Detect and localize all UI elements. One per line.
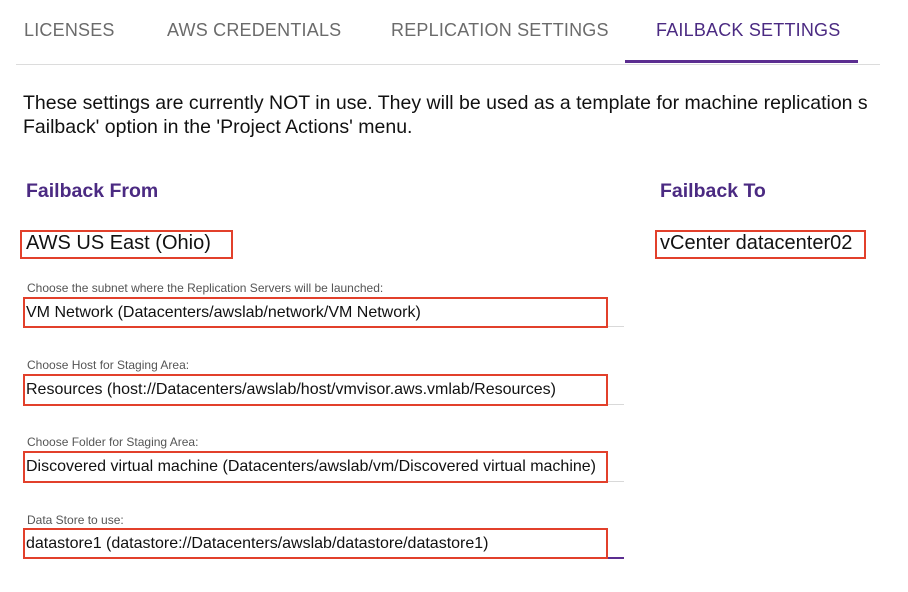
tab-licenses[interactable]: LICENSES <box>24 20 115 40</box>
failback-from-highlight <box>20 230 233 259</box>
host-select[interactable]: Resources (host://Datacenters/awslab/hos… <box>26 381 556 398</box>
folder-select[interactable]: Discovered virtual machine (Datacenters/… <box>26 458 596 475</box>
failback-from-region: AWS US East (Ohio) <box>26 232 211 254</box>
active-tab-indicator <box>625 60 858 63</box>
intro-text: These settings are currently NOT in use.… <box>23 91 908 139</box>
datastore-label: Data Store to use: <box>27 513 124 527</box>
subnet-highlight <box>23 297 608 328</box>
settings-tabs: LICENSES AWS CREDENTIALS REPLICATION SET… <box>16 0 880 65</box>
host-label: Choose Host for Staging Area: <box>27 358 190 372</box>
folder-highlight <box>23 451 608 483</box>
failback-to-heading: Failback To <box>660 180 766 202</box>
failback-to-highlight <box>655 230 866 259</box>
intro-line-1: These settings are currently NOT in use.… <box>23 92 868 114</box>
datastore-select[interactable]: datastore1 (datastore://Datacenters/awsl… <box>26 535 489 552</box>
failback-to-target: vCenter datacenter02 <box>660 232 853 254</box>
host-highlight <box>23 374 608 406</box>
tab-aws-credentials[interactable]: AWS CREDENTIALS <box>167 20 342 40</box>
datastore-highlight <box>23 528 608 559</box>
folder-label: Choose Folder for Staging Area: <box>27 435 199 449</box>
tab-replication-settings[interactable]: REPLICATION SETTINGS <box>391 20 609 40</box>
failback-from-heading: Failback From <box>26 180 159 202</box>
subnet-select[interactable]: VM Network (Datacenters/awslab/network/V… <box>26 304 421 321</box>
intro-line-2: Failback' option in the 'Project Actions… <box>23 116 413 138</box>
subnet-label: Choose the subnet where the Replication … <box>27 281 384 295</box>
tab-failback-settings[interactable]: FAILBACK SETTINGS <box>656 20 841 40</box>
